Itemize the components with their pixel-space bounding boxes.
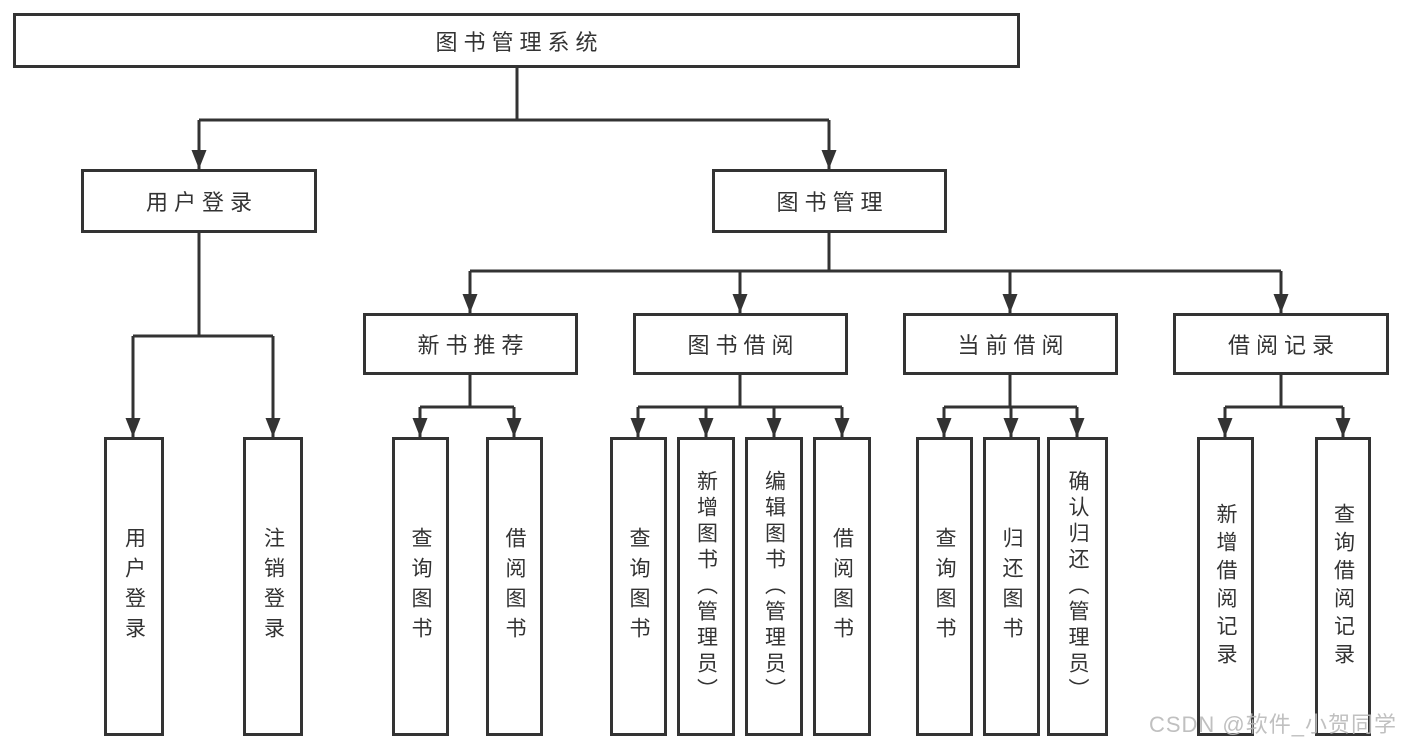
node-new-book-recommend-label: 新书推荐 bbox=[417, 333, 530, 358]
leaf-add-borrow-record-label: 新增借阅记录 bbox=[1214, 502, 1237, 671]
leaf-borrow-books-recommend-label: 借阅图书 bbox=[503, 526, 526, 647]
leaf-query-books-current: 查询图书 bbox=[916, 437, 973, 736]
node-root: 图书管理系统 bbox=[13, 13, 1020, 68]
node-borrowing-records-label: 借阅记录 bbox=[1227, 333, 1340, 358]
leaf-borrow-books: 借阅图书 bbox=[813, 437, 871, 736]
node-book-borrowing: 图书借阅 bbox=[633, 313, 848, 375]
node-current-borrowing-label: 当前借阅 bbox=[957, 333, 1070, 358]
leaf-query-books-recommend: 查询图书 bbox=[392, 437, 449, 736]
leaf-confirm-return-admin-label: 确认归还（管理员） bbox=[1066, 469, 1089, 704]
leaf-query-borrow-record: 查询借阅记录 bbox=[1315, 437, 1371, 736]
leaf-edit-books-admin: 编辑图书（管理员） bbox=[745, 437, 803, 736]
leaf-edit-books-admin-label: 编辑图书（管理员） bbox=[762, 469, 786, 704]
node-user-login: 用户登录 bbox=[81, 169, 317, 233]
node-book-borrowing-label: 图书借阅 bbox=[687, 333, 800, 358]
leaf-add-books-admin: 新增图书（管理员） bbox=[677, 437, 735, 736]
leaf-confirm-return-admin: 确认归还（管理员） bbox=[1047, 437, 1108, 736]
leaf-add-borrow-record: 新增借阅记录 bbox=[1197, 437, 1254, 736]
leaf-logout: 注销登录 bbox=[243, 437, 303, 736]
node-user-login-label: 用户登录 bbox=[145, 190, 258, 215]
node-book-management: 图书管理 bbox=[712, 169, 947, 233]
leaf-query-books-borrowing: 查询图书 bbox=[610, 437, 667, 736]
leaf-return-books-label: 归还图书 bbox=[1000, 526, 1023, 647]
leaf-add-books-admin-label: 新增图书（管理员） bbox=[694, 469, 718, 704]
leaf-borrow-books-label: 借阅图书 bbox=[830, 526, 854, 647]
csdn-watermark: CSDN @软件_小贺同学 bbox=[1148, 712, 1397, 737]
node-current-borrowing: 当前借阅 bbox=[903, 313, 1118, 375]
node-book-management-label: 图书管理 bbox=[776, 190, 889, 215]
node-borrowing-records: 借阅记录 bbox=[1173, 313, 1389, 375]
leaf-borrow-books-recommend: 借阅图书 bbox=[486, 437, 543, 736]
leaf-user-login: 用户登录 bbox=[104, 437, 164, 736]
node-root-label: 图书管理系统 bbox=[435, 29, 604, 55]
leaf-query-books-recommend-label: 查询图书 bbox=[409, 526, 432, 647]
leaf-return-books: 归还图书 bbox=[983, 437, 1040, 736]
leaf-logout-label: 注销登录 bbox=[261, 526, 285, 647]
leaf-query-borrow-record-label: 查询借阅记录 bbox=[1331, 502, 1355, 671]
node-new-book-recommend: 新书推荐 bbox=[363, 313, 578, 375]
leaf-query-books-current-label: 查询图书 bbox=[933, 526, 956, 647]
leaf-query-books-borrowing-label: 查询图书 bbox=[627, 526, 650, 647]
leaf-user-login-label: 用户登录 bbox=[122, 526, 146, 647]
